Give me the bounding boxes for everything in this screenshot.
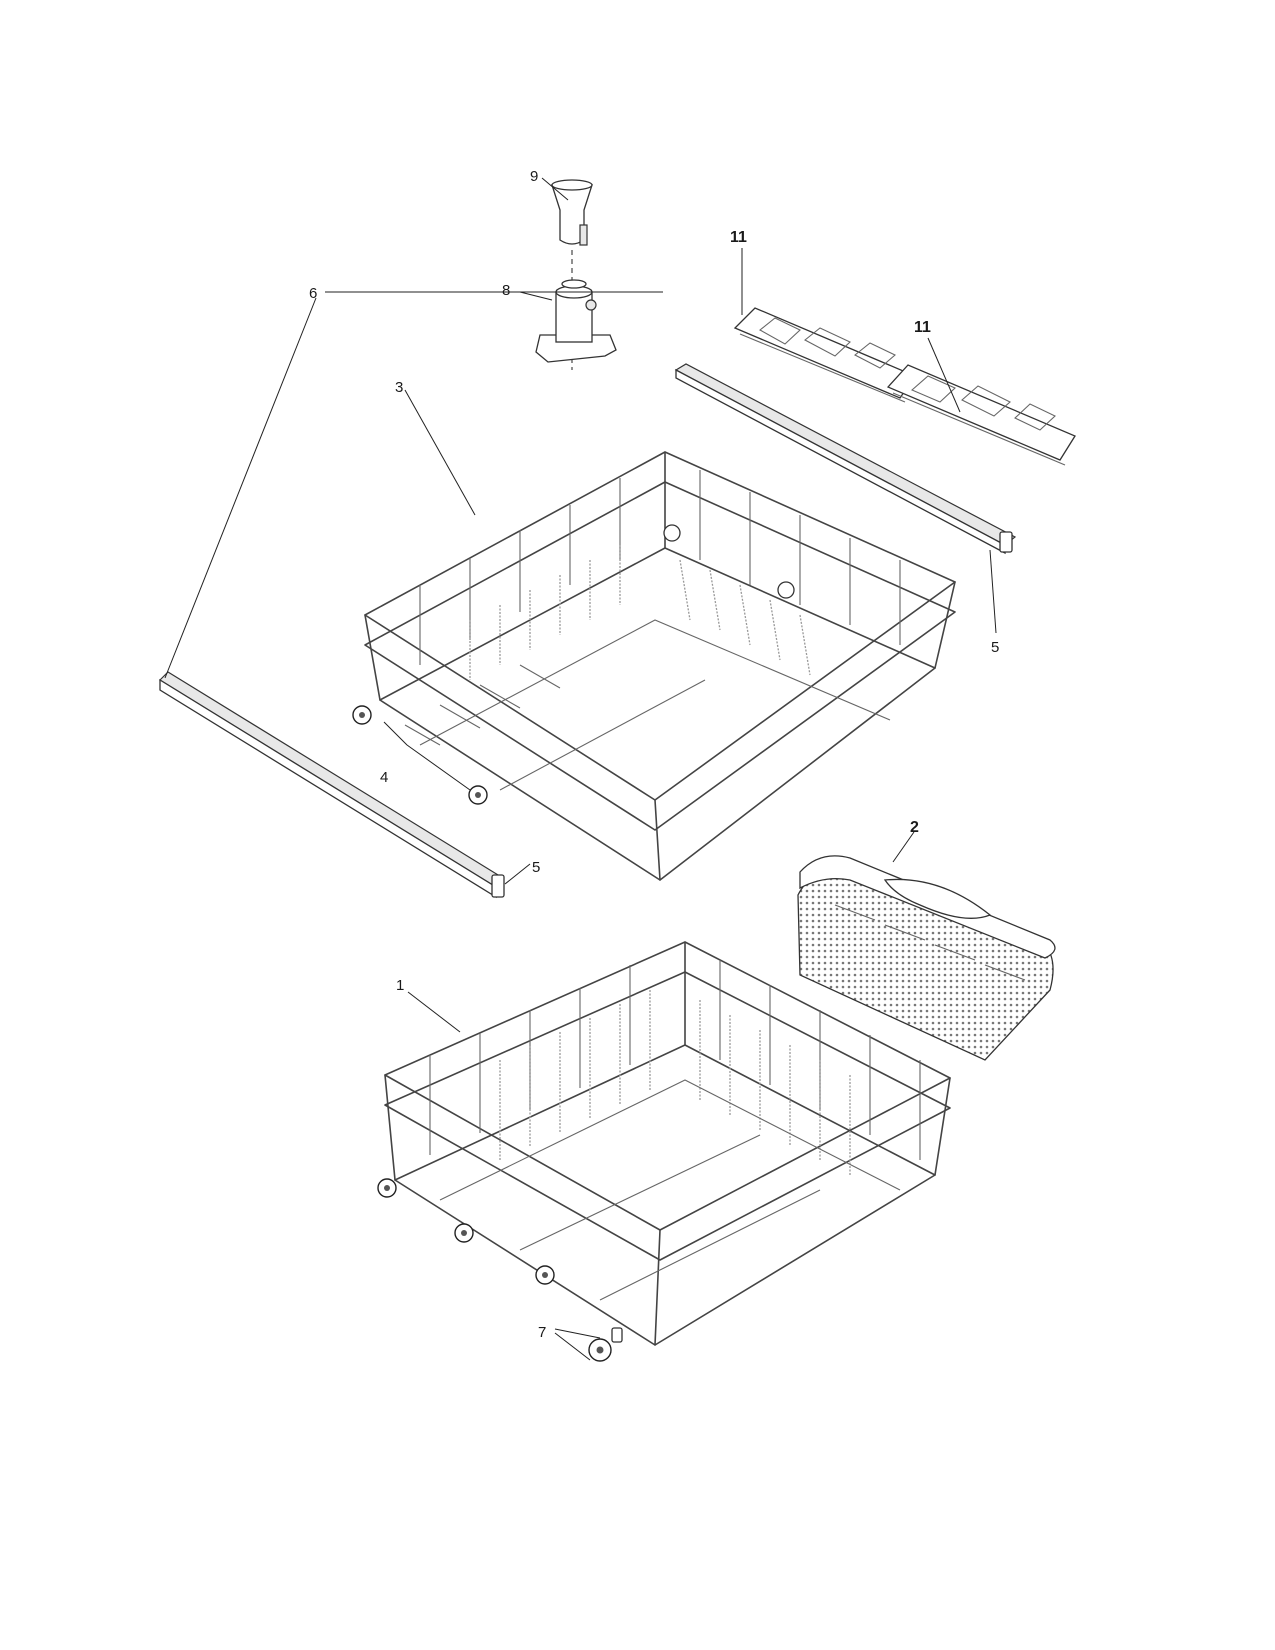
callout-7: 7: [538, 1324, 546, 1341]
lower-rack-wheel-b: [454, 1223, 474, 1243]
part-11-tray-a: [733, 307, 916, 403]
part-1-lower-rack: [384, 941, 951, 1346]
callout-9: 9: [530, 168, 538, 185]
part-11-tray-b: [886, 364, 1076, 466]
part-6-rail-right: [674, 363, 1017, 555]
part-4-wheel-upper-b: [468, 785, 488, 805]
part-7-wheel: [588, 1327, 623, 1362]
callout-1: 1: [396, 977, 404, 994]
callout-5-left: 5: [532, 859, 540, 876]
callout-5-right: 5: [991, 639, 999, 656]
part-5-end-cap-left: [491, 874, 505, 898]
part-3-upper-rack: [364, 451, 956, 881]
lower-rack-wheel-a: [377, 1178, 397, 1198]
callout-2: 2: [910, 819, 919, 836]
callout-6: 6: [309, 285, 317, 302]
callout-3: 3: [395, 379, 403, 396]
callout-4: 4: [380, 769, 388, 786]
leader-lines: [164, 177, 997, 1361]
callout-labels: 9 8 11 11 6 3 5 4 5 2 1 7: [309, 168, 999, 1341]
lower-rack-wheel-c: [535, 1265, 555, 1285]
part-6-rail-left: [159, 671, 504, 899]
callout-11-a: 11: [730, 229, 747, 246]
part-5-end-cap-right: [999, 531, 1013, 553]
part-4-wheel-upper-a: [352, 705, 372, 725]
callout-11-b: 11: [914, 319, 931, 336]
part-2-silverware-basket: [797, 855, 1056, 1061]
callout-8: 8: [502, 282, 510, 299]
part-9-nozzle: [551, 179, 593, 246]
part-8-mount: [535, 279, 617, 363]
